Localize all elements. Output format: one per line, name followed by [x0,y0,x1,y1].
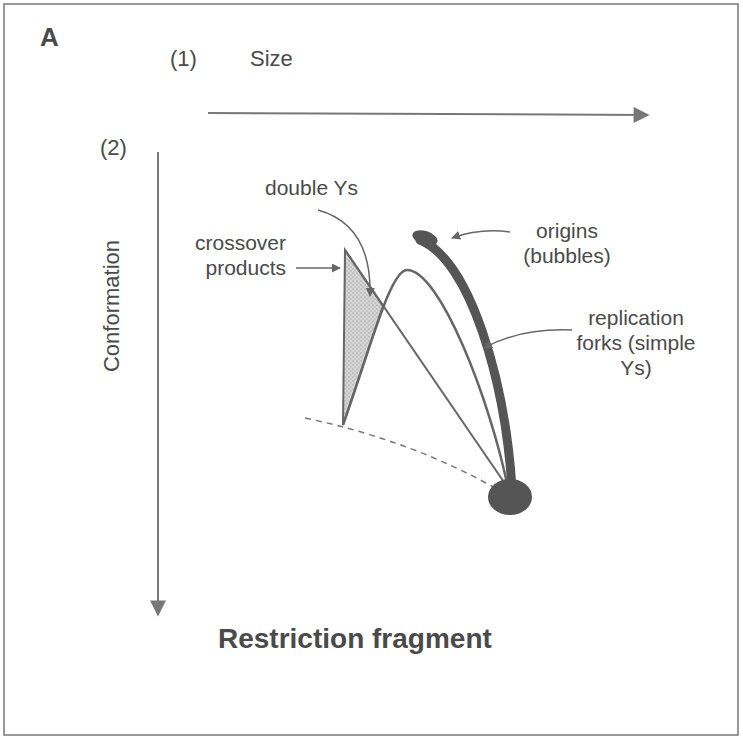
frame [4,4,738,735]
callout-number: (2) [100,135,127,161]
leader-line [318,210,370,296]
panel-letter: A [40,22,59,53]
leader-line [296,267,340,269]
axis-label: Size [250,46,293,72]
leader-line [452,231,510,238]
title-text: Restriction fragment [218,622,492,655]
annotation: replication forks (simple Ys) [574,306,698,380]
size-axis-arrow [208,113,648,115]
conformation-axis-arrow [157,152,159,615]
simple-y-arc [343,270,508,488]
leader-line [484,330,572,348]
callout-number: (1) [170,46,197,72]
bubble-arc-end [410,227,439,248]
bubble-arc [420,240,512,488]
linear-spot [488,479,532,515]
axis-label: Conformation [99,240,125,372]
annotation: crossover products [168,231,286,281]
annotation: origins (bubbles) [512,219,622,269]
annotation: double Ys [265,176,358,201]
